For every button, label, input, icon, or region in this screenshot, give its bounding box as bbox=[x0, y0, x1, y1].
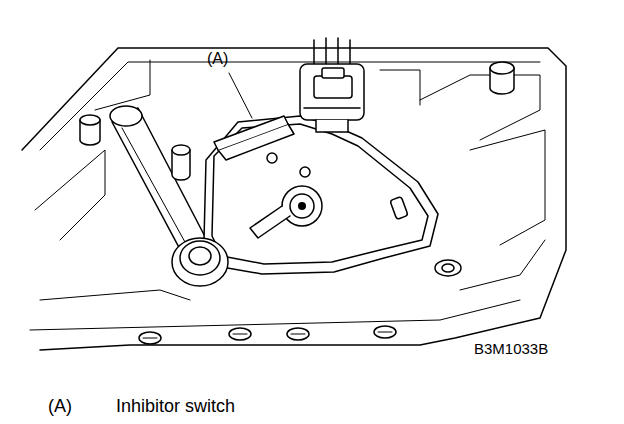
shaft-nut bbox=[282, 186, 322, 226]
transmission-case bbox=[22, 48, 566, 350]
switch-connector bbox=[300, 38, 364, 132]
boss-outer bbox=[172, 238, 228, 286]
case-post-top bbox=[80, 115, 100, 125]
harness-wire bbox=[314, 38, 350, 66]
case-post-top bbox=[490, 62, 514, 74]
case-rib bbox=[460, 240, 545, 290]
case-rib bbox=[95, 60, 150, 110]
lever-boss bbox=[172, 238, 228, 286]
leader-line bbox=[229, 73, 252, 118]
connector-edge bbox=[304, 107, 360, 109]
connector-socket bbox=[316, 120, 348, 132]
mount-hole bbox=[435, 260, 461, 276]
case-rib bbox=[470, 130, 545, 245]
case-bolts bbox=[80, 62, 514, 344]
callout-letter: (A) bbox=[207, 50, 228, 68]
screw-hole bbox=[300, 167, 310, 177]
case-rib bbox=[420, 75, 540, 140]
lever-pin-top bbox=[172, 145, 190, 155]
slot-bracket bbox=[214, 116, 288, 150]
case-rib bbox=[40, 290, 190, 300]
case-rib bbox=[35, 150, 105, 240]
case-outline bbox=[22, 48, 566, 350]
connector-tab bbox=[322, 68, 344, 78]
mount-hole-inner bbox=[442, 264, 454, 272]
shaft-center bbox=[298, 202, 306, 210]
switch-slot bbox=[390, 197, 408, 220]
connector-lock bbox=[314, 76, 352, 98]
bolt-slot bbox=[143, 332, 392, 338]
screw-hole bbox=[267, 153, 277, 163]
boss-ring bbox=[180, 241, 220, 275]
part-name: Inhibitor switch bbox=[116, 396, 235, 417]
callout-letter: (A) bbox=[48, 396, 72, 417]
shaft bbox=[290, 194, 314, 218]
switch-plate bbox=[212, 124, 428, 264]
detent-arm bbox=[250, 206, 290, 238]
inhibitor-switch bbox=[204, 116, 461, 276]
figure-code: B3M1033B bbox=[474, 340, 548, 357]
boss-nut bbox=[189, 247, 211, 265]
case-rib bbox=[30, 300, 520, 330]
connector-body bbox=[300, 64, 364, 120]
lever-end bbox=[110, 106, 142, 126]
switch-base bbox=[204, 116, 438, 274]
case-rib bbox=[380, 70, 420, 105]
